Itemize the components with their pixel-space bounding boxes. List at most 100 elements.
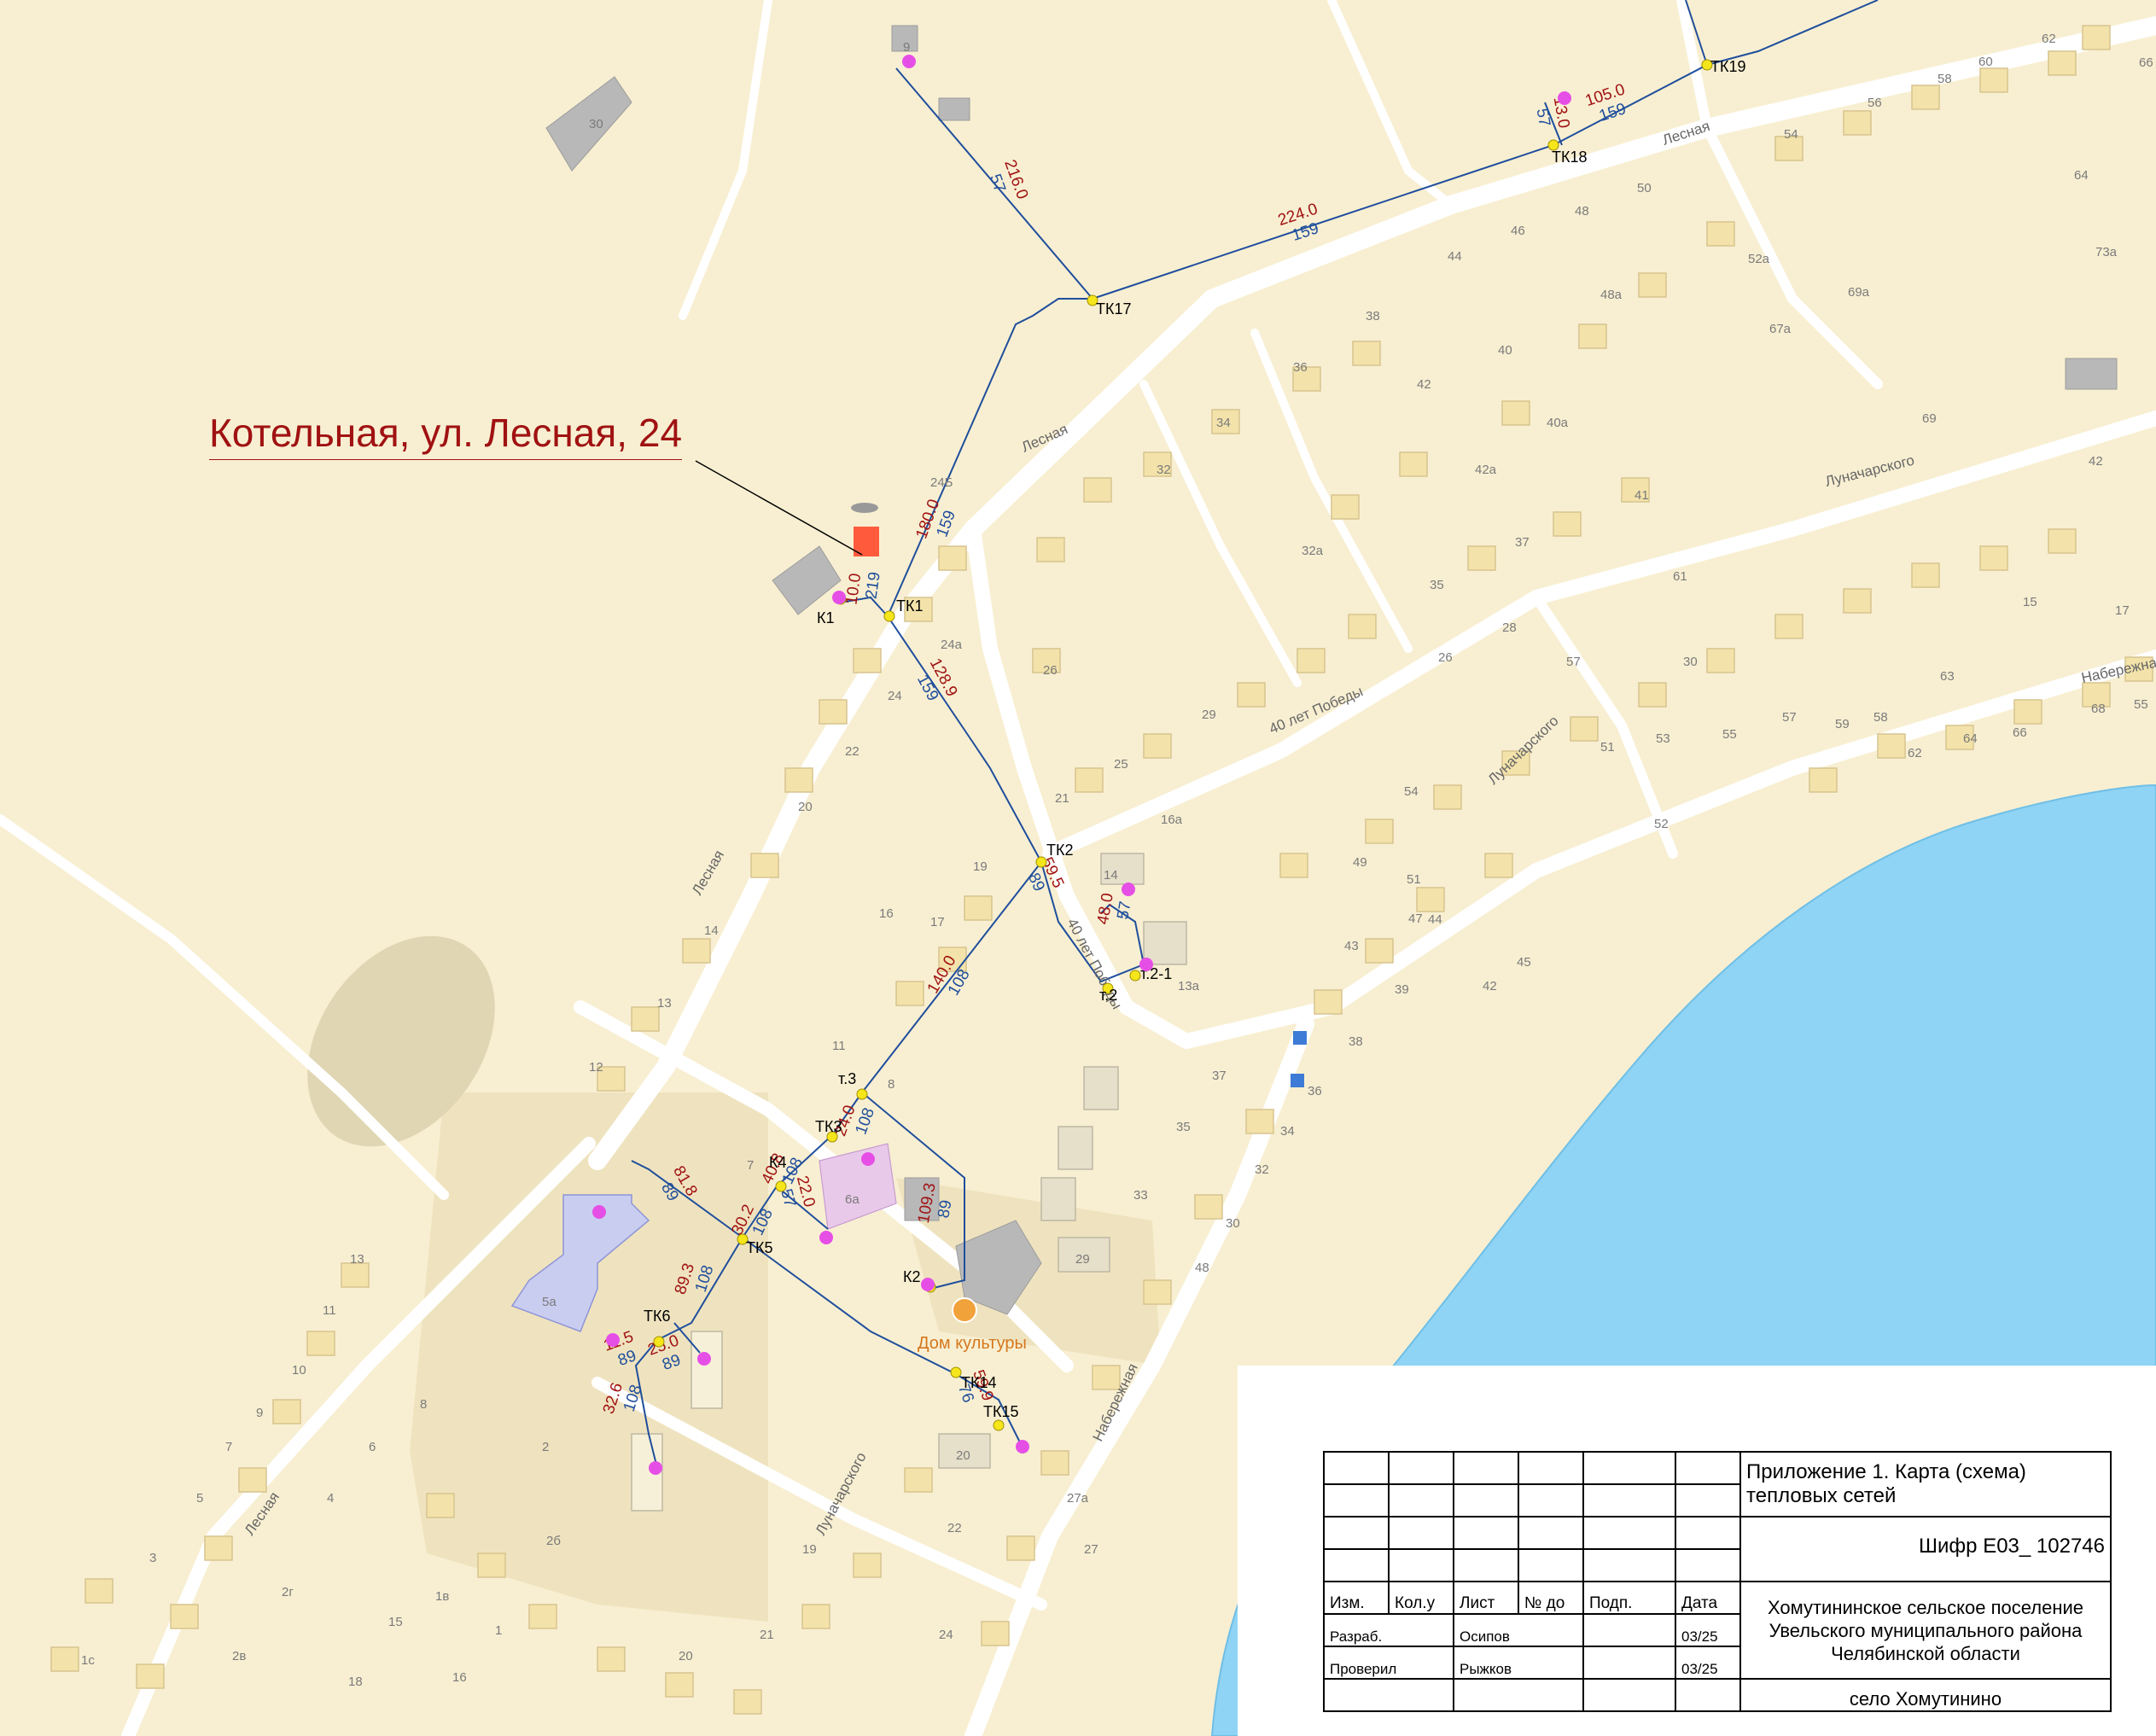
- house-number: 38: [1366, 309, 1380, 323]
- house-number: 29: [1202, 708, 1216, 722]
- house-number: 49: [1353, 855, 1367, 870]
- segment-labels: 180.0159216.057224.0159105.015913.057128…: [600, 80, 1629, 1416]
- house-number: 59: [1835, 717, 1850, 731]
- house-number: 12: [589, 1060, 603, 1075]
- house-number: 22: [845, 744, 859, 759]
- node-label: ТК17: [1096, 300, 1132, 317]
- column-header: Лист: [1453, 1581, 1519, 1615]
- network-node: [653, 1336, 665, 1348]
- bus-stop-icon: [1293, 1031, 1307, 1045]
- house-number: 16: [879, 906, 894, 921]
- node-label: ТК5: [746, 1239, 773, 1256]
- house-number: 54: [1404, 784, 1419, 799]
- house-number: 8: [888, 1077, 894, 1092]
- house-number: 35: [1176, 1120, 1191, 1134]
- consumer-point: [592, 1205, 606, 1219]
- network-node: [1035, 856, 1047, 868]
- organization-line: Увельского муниципального района: [1769, 1619, 2083, 1641]
- house-number: 4: [327, 1491, 334, 1506]
- house-number: 67а: [1769, 322, 1792, 336]
- house-number: 43: [1344, 939, 1359, 953]
- house-number: 32а: [1302, 544, 1324, 558]
- house-number: 18: [348, 1675, 363, 1689]
- document-cipher: Шифр Е03_ 102746: [1739, 1516, 2112, 1582]
- house-number: 51: [1600, 740, 1615, 754]
- house-number: 44: [1448, 249, 1462, 264]
- house-number: 20: [956, 1448, 970, 1463]
- house-number: 11: [323, 1303, 336, 1318]
- segment-diameter: 89: [935, 1198, 955, 1219]
- house-number: 42а: [1475, 463, 1497, 477]
- consumer-point: [921, 1278, 935, 1291]
- theatre-icon: [952, 1297, 977, 1323]
- network-node: [737, 1233, 749, 1245]
- culture-house-label: Дом культуры: [918, 1334, 1027, 1353]
- consumer-point: [1016, 1440, 1029, 1453]
- house-number: 60: [1978, 55, 1993, 69]
- house-number: 52а: [1748, 252, 1770, 266]
- house-number: 29: [1075, 1252, 1090, 1267]
- house-number: 5а: [542, 1295, 556, 1309]
- house-number: 30: [589, 117, 603, 131]
- consumer-point: [649, 1461, 662, 1475]
- house-number: 24Б: [930, 475, 953, 490]
- node-label: т.2: [1099, 987, 1117, 1004]
- sheet-title: Приложение 1. Карта (схема) тепловых сет…: [1739, 1451, 2112, 1518]
- node-label: т.3: [838, 1070, 856, 1087]
- house-number: 41: [1634, 488, 1649, 503]
- house-6a: [819, 1143, 897, 1230]
- house-number: 40а: [1547, 416, 1569, 430]
- consumer-point: [697, 1352, 711, 1366]
- house-number: 61: [1673, 569, 1687, 584]
- consumer-point: [1139, 958, 1153, 971]
- house-number: 48а: [1600, 288, 1623, 302]
- organization-line: Хомутининское сельское поселение: [1767, 1596, 2084, 1618]
- house-number: 22: [947, 1521, 962, 1535]
- consumer-point: [1558, 91, 1571, 105]
- buildings: [50, 25, 2153, 1715]
- house-numbers: 30924Б24а24222019171614131211876а5а38363…: [81, 32, 2153, 1689]
- house-number: 48: [1575, 204, 1589, 218]
- house-number: 25: [1114, 757, 1128, 772]
- developer-name: Осипов: [1453, 1613, 1584, 1647]
- house-number: 2: [542, 1440, 549, 1454]
- network-node: [993, 1419, 1005, 1431]
- house-number: 26: [1043, 663, 1058, 678]
- house-number: 24: [888, 689, 902, 703]
- organization-line: Челябинской области: [1831, 1642, 2020, 1664]
- title-block: Приложение 1. Карта (схема) тепловых сет…: [1238, 1366, 2156, 1736]
- house-number: 33: [1133, 1188, 1148, 1203]
- network-node: [775, 1180, 787, 1192]
- pipe-segment-label: 22.057: [777, 1174, 819, 1209]
- network-node: [1087, 294, 1098, 306]
- house-number: 56: [1868, 96, 1882, 110]
- house-number: 15: [388, 1615, 403, 1629]
- node-label: К4: [769, 1154, 787, 1171]
- house-number: 38: [1349, 1034, 1363, 1049]
- house-number: 26: [1438, 650, 1453, 665]
- house-number: 51: [1407, 872, 1421, 887]
- house-number: 9: [256, 1406, 263, 1420]
- consumer-point: [861, 1152, 875, 1166]
- node-label: ТК15: [983, 1403, 1019, 1420]
- consumer-point: [832, 591, 846, 604]
- house-number: 20: [798, 800, 813, 814]
- house-number: 50: [1637, 181, 1652, 195]
- house-number: 68: [2091, 702, 2106, 716]
- node-label: ТК3: [815, 1118, 842, 1135]
- house-number: 62: [1908, 746, 1922, 760]
- house-number: 63: [1940, 669, 1955, 684]
- house-number: 2б: [546, 1534, 561, 1548]
- node-label: ТК19: [1710, 58, 1746, 75]
- house-number: 55: [2134, 697, 2148, 712]
- house-number: 69а: [1848, 285, 1870, 300]
- title-block-table: Приложение 1. Карта (схема) тепловых сет…: [1323, 1451, 2112, 1712]
- house-number: 42: [1417, 377, 1431, 392]
- network-node: [826, 1131, 838, 1143]
- house-number: 1с: [81, 1653, 95, 1668]
